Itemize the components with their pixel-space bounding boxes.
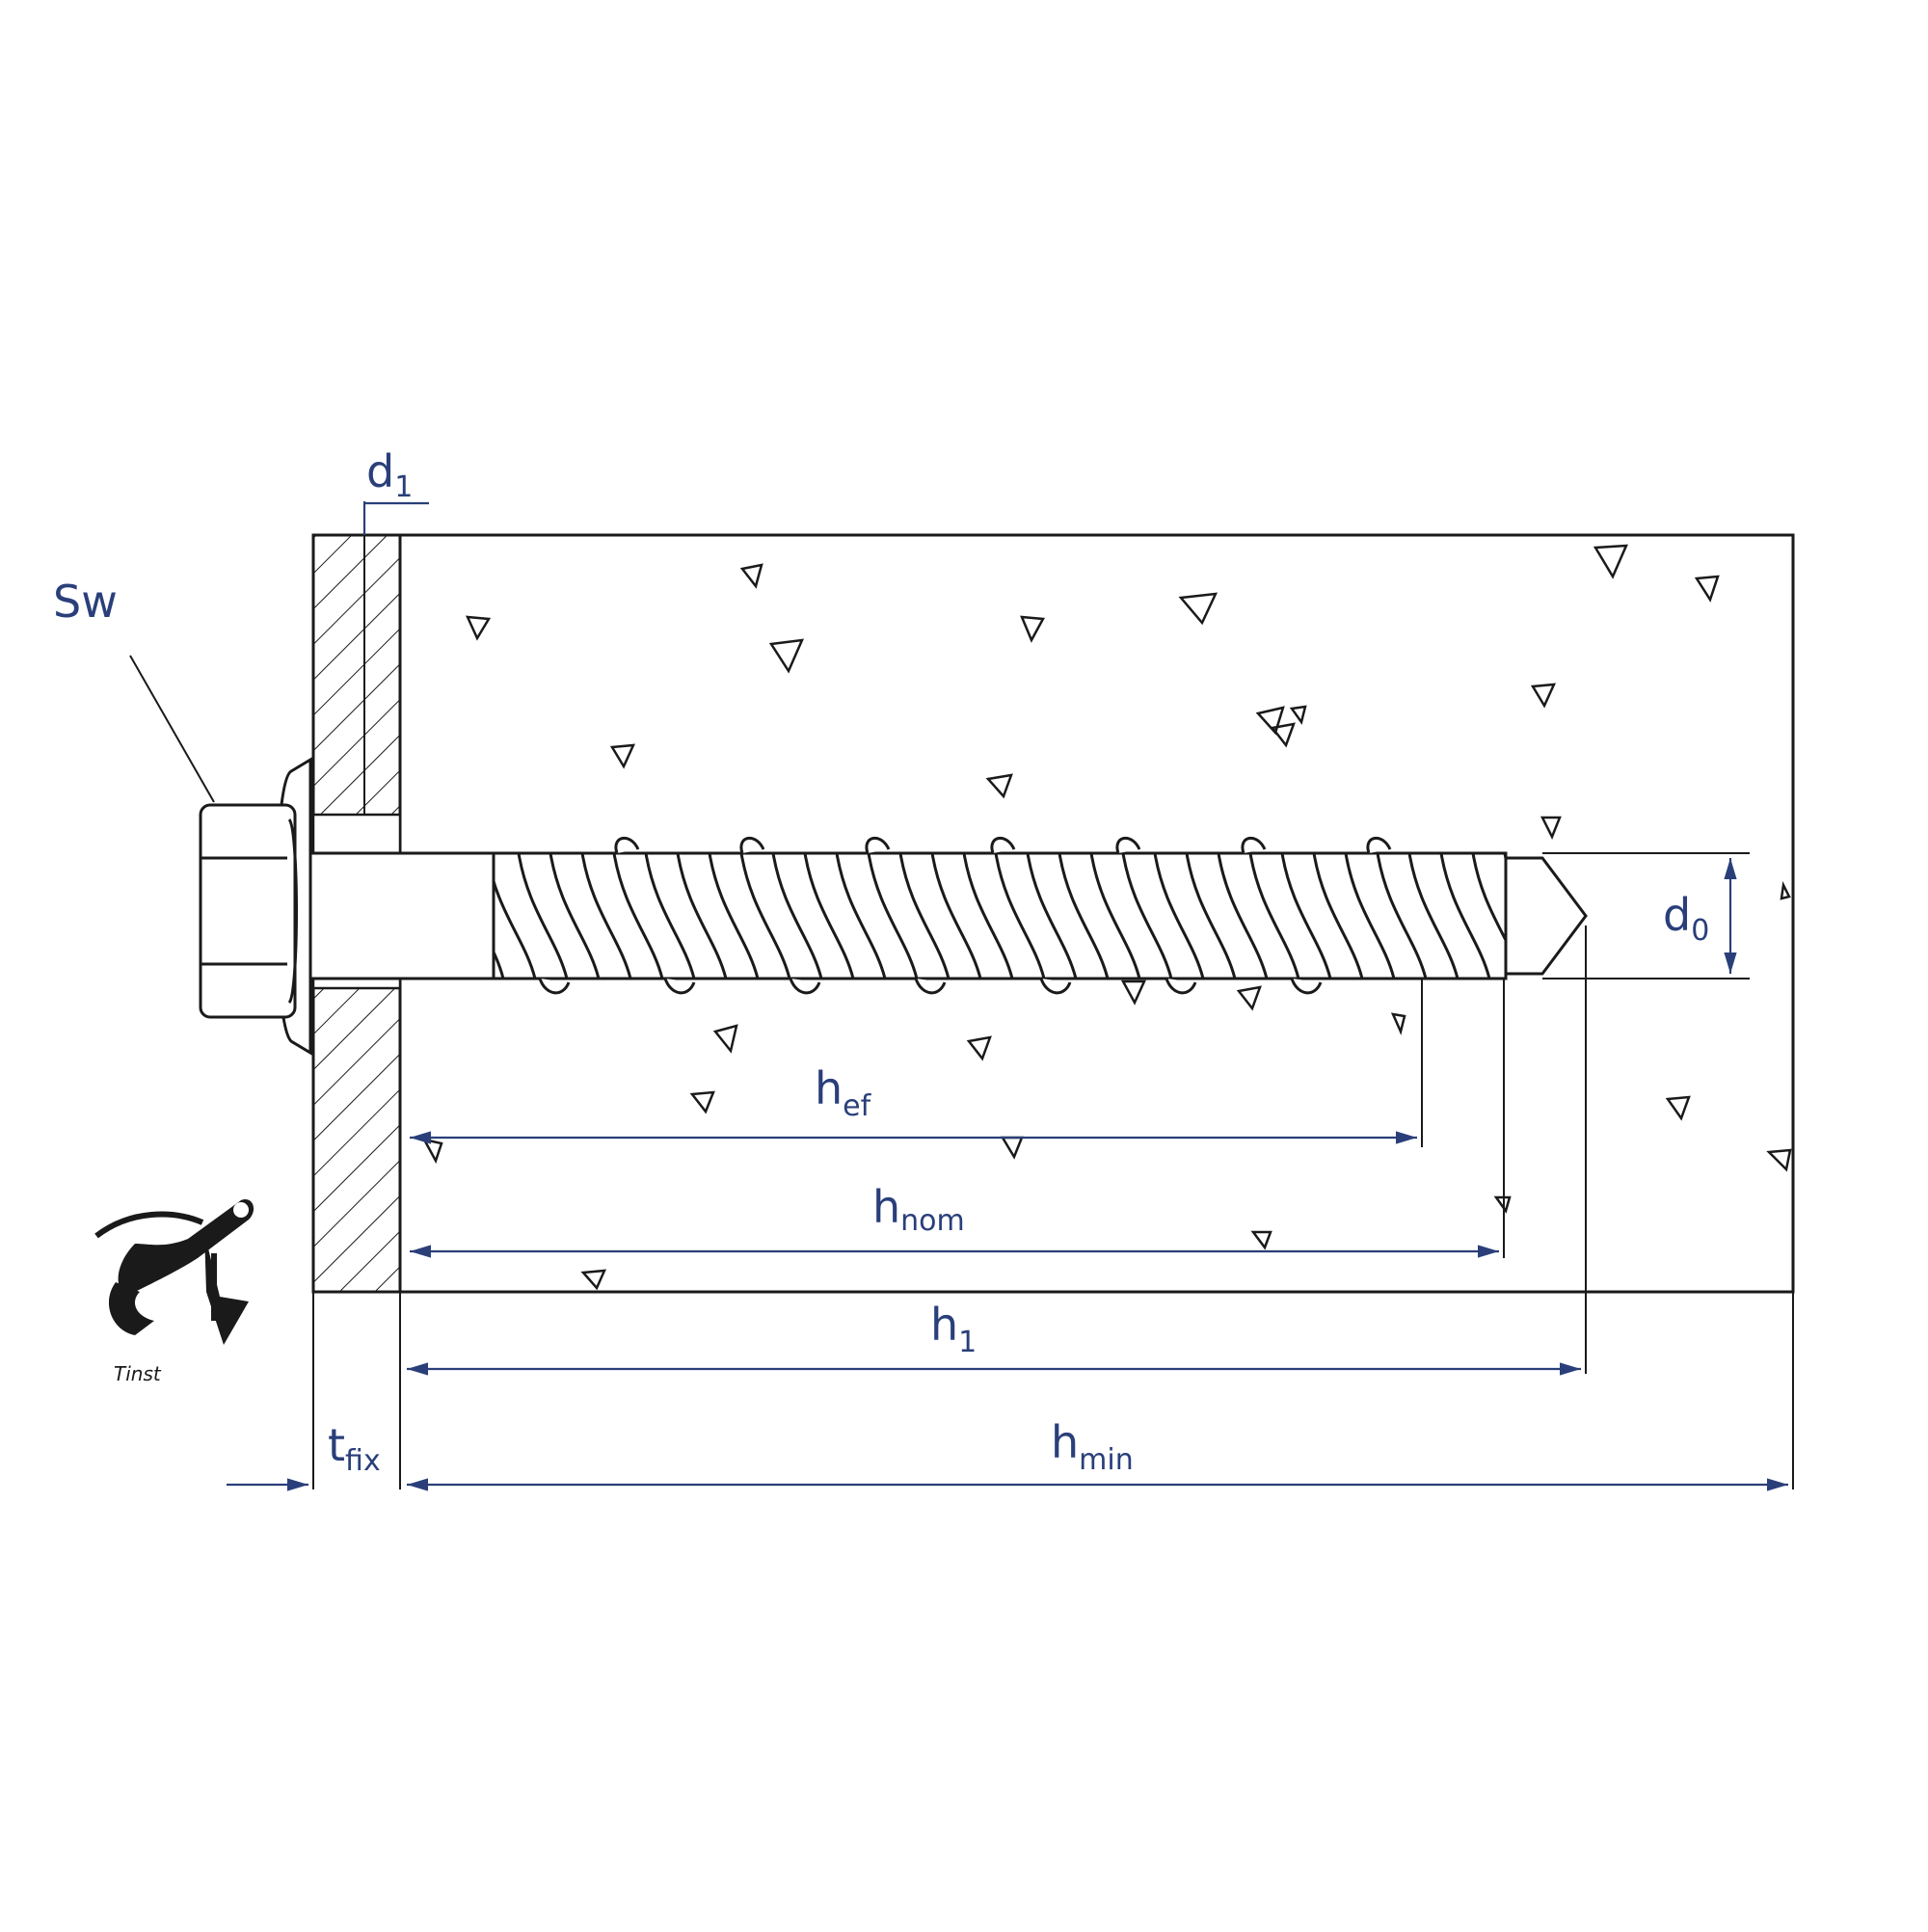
thread-line bbox=[580, 853, 632, 979]
thread-crest bbox=[1290, 978, 1323, 995]
thread-line bbox=[549, 853, 601, 979]
label-sw: Sw bbox=[53, 576, 118, 628]
concrete-aggregate bbox=[421, 544, 1792, 1291]
thread-crest bbox=[1115, 837, 1141, 854]
thread-line bbox=[1089, 853, 1141, 979]
thread-line bbox=[494, 949, 505, 979]
thread-line bbox=[517, 853, 569, 979]
thread-line bbox=[803, 853, 855, 979]
torque-wrench-icon bbox=[94, 1199, 254, 1345]
thread-line bbox=[1471, 853, 1506, 944]
label-hmin: hmin bbox=[1051, 1416, 1134, 1477]
thread-line bbox=[676, 853, 728, 979]
label-hnom: hnom bbox=[872, 1181, 965, 1238]
thread-line bbox=[1185, 853, 1237, 979]
thread-line bbox=[1058, 853, 1110, 979]
label-h1: h1 bbox=[930, 1299, 977, 1359]
label-tfix: tfix bbox=[328, 1419, 381, 1478]
thread-line bbox=[612, 853, 664, 979]
thread-line bbox=[1121, 853, 1173, 979]
screw-shank bbox=[308, 851, 495, 980]
thread-crest bbox=[914, 978, 947, 995]
thread-crest bbox=[865, 837, 891, 854]
thread-line bbox=[1344, 853, 1396, 979]
thread-crest bbox=[614, 837, 640, 854]
thread-line bbox=[962, 853, 1014, 979]
thread-line bbox=[708, 853, 760, 979]
thread-line bbox=[1407, 853, 1459, 979]
thread-crest bbox=[663, 978, 696, 995]
thread-line bbox=[1439, 853, 1491, 979]
screw-head bbox=[199, 757, 312, 1056]
thread-line bbox=[1312, 853, 1364, 979]
thread-line bbox=[1217, 853, 1269, 979]
thread-line bbox=[994, 853, 1046, 979]
thread-line bbox=[1376, 853, 1428, 979]
thread-line bbox=[1153, 853, 1205, 979]
thread-crest bbox=[1241, 837, 1267, 854]
screw-thread bbox=[492, 837, 1508, 995]
label-hef: hef bbox=[815, 1062, 872, 1123]
thread-line bbox=[930, 853, 982, 979]
thread-line bbox=[1280, 853, 1332, 979]
thread-crest bbox=[739, 837, 765, 854]
thread-line bbox=[644, 853, 696, 979]
label-d1: d1 bbox=[366, 445, 413, 504]
screw-tip bbox=[1504, 856, 1588, 976]
thread-crest bbox=[538, 978, 571, 995]
thread-line bbox=[898, 853, 951, 979]
label-d0: d0 bbox=[1663, 889, 1709, 948]
thread-line bbox=[739, 853, 791, 979]
thread-crest bbox=[789, 978, 821, 995]
label-tinst: Tinst bbox=[114, 1362, 162, 1385]
thread-line bbox=[494, 876, 537, 979]
thread-line bbox=[835, 853, 887, 979]
thread-line bbox=[1026, 853, 1078, 979]
thread-crest bbox=[1039, 978, 1072, 995]
thread-crest bbox=[1165, 978, 1197, 995]
thread-line bbox=[771, 853, 823, 979]
dimension-lines bbox=[129, 501, 1794, 1491]
thread-crest bbox=[1366, 837, 1392, 854]
thread-line bbox=[1248, 853, 1300, 979]
thread-crest bbox=[990, 837, 1016, 854]
thread-line bbox=[867, 853, 919, 979]
